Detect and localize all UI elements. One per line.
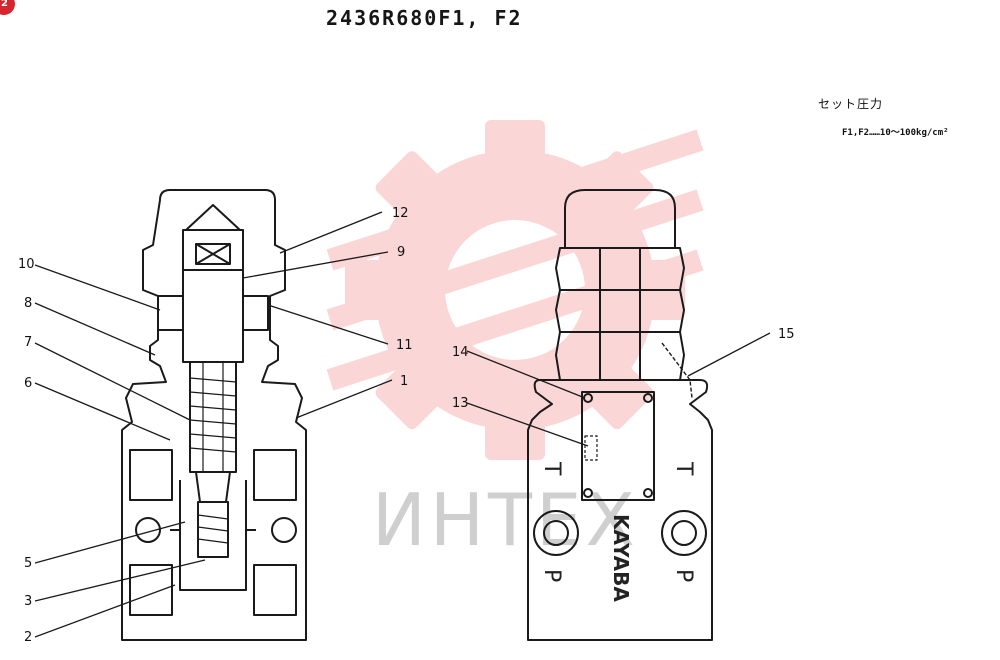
watermark-gear-hole [445,220,585,360]
valve-body-outline [121,189,307,641]
adjusting-screw [182,269,244,363]
section-view [121,189,307,641]
callout-7: 7 [24,335,32,350]
poppet [195,471,231,503]
lock-nut-right [242,295,269,331]
callout-5: 5 [24,556,32,571]
callout-1: 1 [400,374,408,389]
callout-3: 3 [24,594,32,609]
callout-6: 6 [24,376,32,391]
callout-15: 15 [778,327,795,342]
port-left-outer [533,510,579,556]
port-label-p-right: P [671,569,696,582]
page-title: 2436R680F1, F2 [326,6,523,30]
left-lower-port [129,564,173,616]
nameplate-screw-2 [643,393,653,403]
nameplate-screw-4 [643,488,653,498]
seat-thread [197,514,229,544]
external-view [527,189,713,641]
cap-window-cross-2 [195,243,231,265]
left-port-bore [135,517,161,543]
leader-lines-right [466,332,771,447]
port-label-t-right: T [671,461,696,476]
page-number-badge: 2 [0,0,15,15]
callout-10: 10 [18,257,35,272]
inner-bore [179,530,247,591]
spring-coils [189,362,237,472]
right-upper-port [253,449,297,501]
seal-wire [661,342,693,399]
callout-13: 13 [452,396,469,411]
right-lower-port [253,564,297,616]
callout-9: 9 [397,245,405,260]
nameplate-slot [584,435,598,461]
callout-2: 2 [24,630,32,645]
port-label-p-left: P [539,569,564,582]
callout-14: 14 [452,345,469,360]
nameplate [581,391,655,501]
nameplate-screw-3 [583,488,593,498]
watermark-text: ИНТЕХ [372,478,639,562]
cap-nut [564,189,676,248]
watermark-stripes [326,129,704,391]
left-upper-port [129,449,173,501]
port-label-t-left: T [539,461,564,476]
cap-window [195,243,231,265]
poppet-seat [197,501,229,558]
leader-lines-left [34,211,393,638]
brand-marking: KAYABA [609,514,633,602]
port-left-inner [543,520,569,546]
cap-top [185,204,241,231]
lock-nut-left [157,295,184,331]
callout-12: 12 [392,206,409,221]
set-pressure-value: F1,F2……10〜100kg/cm² [842,128,949,138]
right-port-bore [271,517,297,543]
callout-11: 11 [396,338,413,353]
valve-block [527,379,713,641]
port-right-inner [671,520,697,546]
set-pressure-label: セット圧力 [818,97,884,111]
page-number: 2 [1,0,8,9]
port-right-outer [661,510,707,556]
callout-8: 8 [24,296,32,311]
